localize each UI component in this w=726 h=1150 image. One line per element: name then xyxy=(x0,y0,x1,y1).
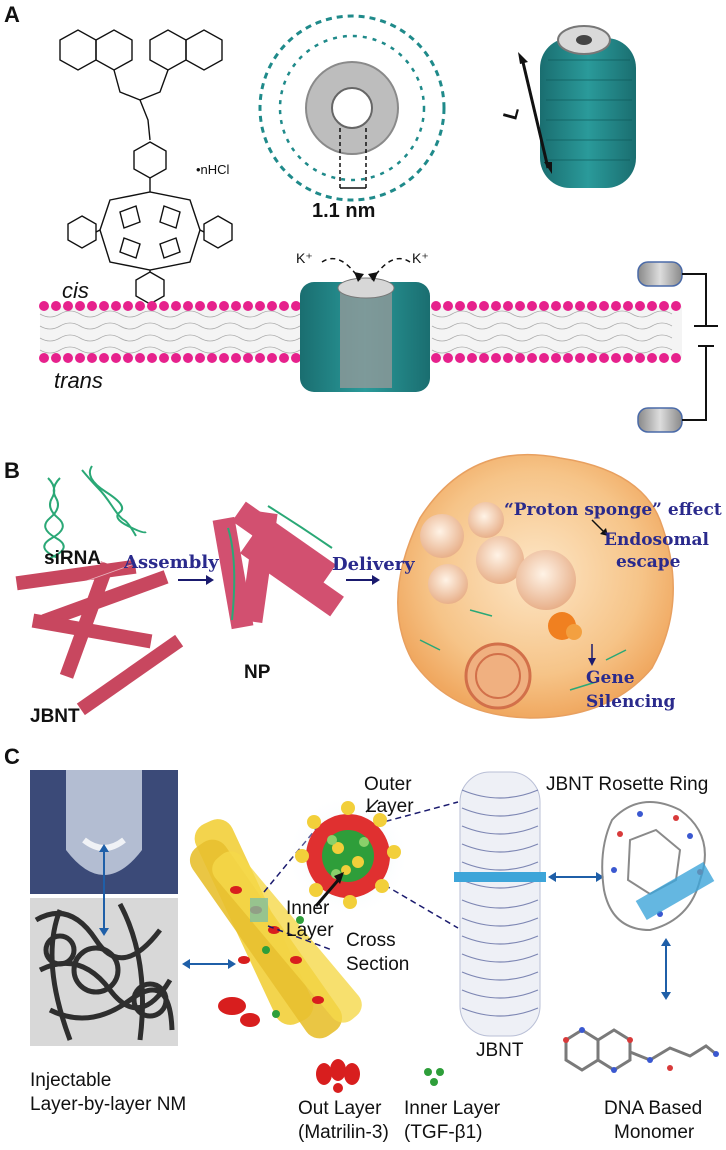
panel-b-letter: B xyxy=(4,458,20,483)
np-label: NP xyxy=(244,662,271,683)
injectable-label-1: Injectable xyxy=(30,1070,112,1091)
delivery-label: Delivery xyxy=(332,554,415,575)
legend-out-layer-glyph xyxy=(316,1059,360,1093)
out-layer-legend-1: Out Layer xyxy=(298,1098,382,1119)
panel-a-graphics xyxy=(39,14,718,433)
k-left-label: K⁺ xyxy=(296,250,313,266)
out-layer-legend-2: (Matrilin-3) xyxy=(298,1122,389,1143)
dna-monomer xyxy=(563,1027,719,1073)
proton-sponge-label: “Proton sponge” effect xyxy=(504,500,722,520)
trans-label: trans xyxy=(54,368,103,393)
panel-a-letter: A xyxy=(4,2,20,27)
inner-layer-label-2: Layer xyxy=(286,920,334,941)
sirna-label: siRNA xyxy=(44,548,102,569)
outer-layer-label-2: Layer xyxy=(366,796,414,817)
k-right-label: K⁺ xyxy=(412,250,429,266)
cis-label: cis xyxy=(62,278,89,303)
dimension-label: 1.1 nm xyxy=(312,200,376,222)
rosette-top-view xyxy=(258,14,446,202)
inner-layer-legend-1: Inner Layer xyxy=(404,1098,501,1119)
nhcl-label: •nHCl xyxy=(196,162,230,177)
fiber-bundle xyxy=(189,819,362,1039)
cross-section-label-1: Cross xyxy=(346,930,396,951)
escape-label: escape xyxy=(616,552,681,572)
inner-layer-label-1: Inner xyxy=(286,898,330,919)
sirna-helices xyxy=(43,465,147,559)
outer-layer-label-1: Outer xyxy=(364,774,412,795)
electrode-circuit xyxy=(637,261,718,433)
dna-monomer-label-2: Monomer xyxy=(614,1122,695,1143)
assembly-label: Assembly xyxy=(124,552,219,573)
panel-c-graphics xyxy=(30,770,719,1093)
lipid-membrane xyxy=(39,257,682,392)
legend-inner-layer-glyph xyxy=(424,1068,444,1086)
rosette-ring-label: JBNT Rosette Ring xyxy=(546,774,709,795)
nanotube-side-view xyxy=(518,25,636,188)
rosette-ring-molecule xyxy=(601,801,715,932)
injectable-label-2: Layer-by-layer NM xyxy=(30,1094,187,1115)
panel-c-letter: C xyxy=(4,744,20,769)
jbnt-rods xyxy=(15,559,184,716)
jbnt-label-b: JBNT xyxy=(30,706,80,727)
silencing-label: Silencing xyxy=(586,692,676,712)
endosomal-label: Endosomal xyxy=(604,530,709,550)
gene-label: Gene xyxy=(586,668,635,688)
cross-section xyxy=(286,794,410,918)
inner-layer-legend-2: (TGF-β1) xyxy=(404,1122,483,1143)
dna-monomer-label-1: DNA Based xyxy=(604,1098,703,1119)
panel-b-graphics xyxy=(15,453,674,719)
jbnt-column xyxy=(454,771,546,1037)
np-complex xyxy=(212,501,344,630)
cross-section-label-2: Section xyxy=(346,954,410,975)
cell xyxy=(397,453,674,719)
jbnt-label-c: JBNT xyxy=(476,1040,524,1061)
